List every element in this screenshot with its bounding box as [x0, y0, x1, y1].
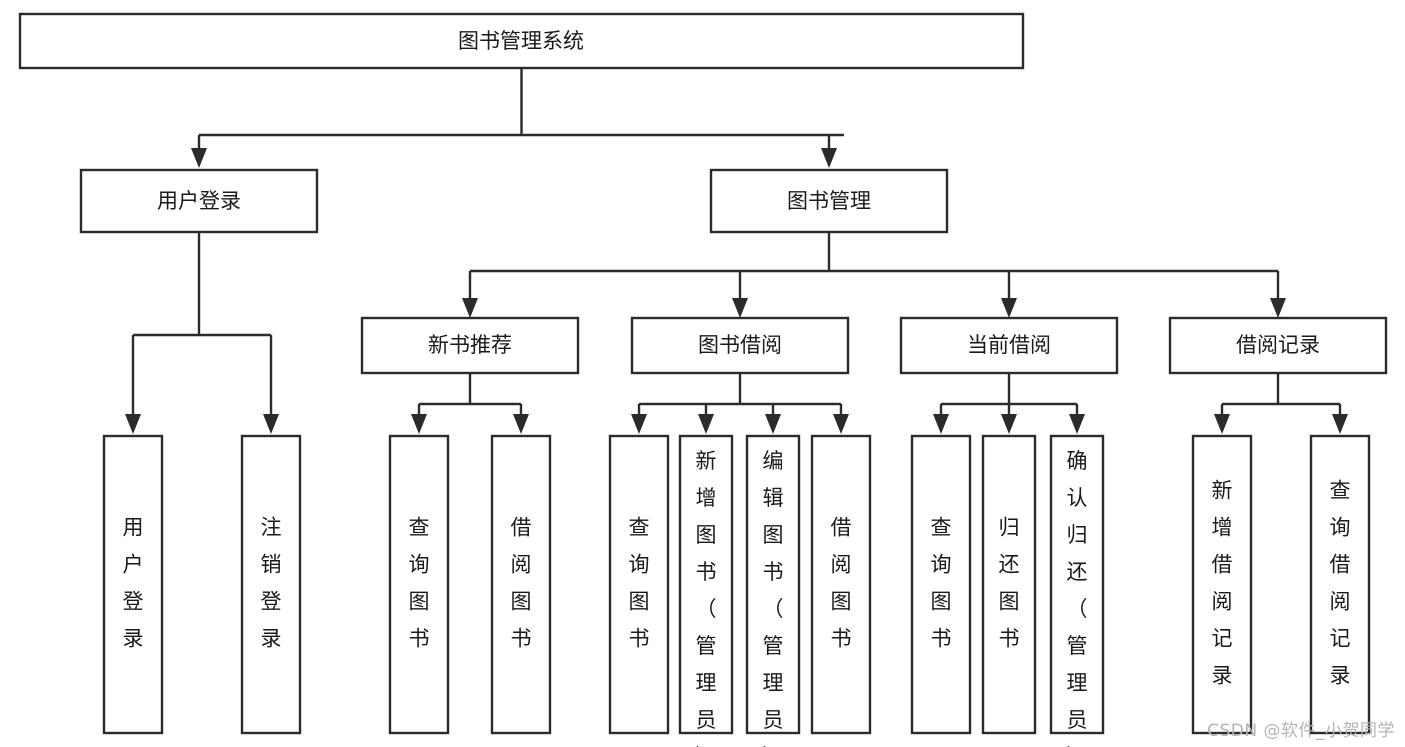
leaf-newbook-query-book-box[interactable]: [388, 434, 450, 735]
arrowhead-bb-leaf1: [631, 414, 647, 434]
leaf-newbook-borrow-book-box[interactable]: [490, 434, 552, 735]
leaf-borrow-query-book-box[interactable]: [608, 434, 670, 735]
leaf-borrow-borrow-book-label: 借阅图书: [831, 516, 852, 651]
arrowhead-bb-leaf2: [698, 414, 714, 434]
node-current-borrow[interactable]: 当前借阅: [899, 316, 1119, 375]
leaf-user-login-signout-label: 注销登录: [261, 516, 282, 651]
leaf-current-confirm-return-admin-box[interactable]: [1049, 434, 1105, 735]
arrowhead-book-mgmt: [821, 148, 837, 168]
node-root-label: 图书管理系统: [458, 29, 584, 53]
leaf-record-query-borrow-record-box[interactable]: [1309, 434, 1371, 735]
leaf-current-return-book[interactable]: 归还图书: [981, 434, 1037, 735]
arrowhead-ul-leaf2: [263, 414, 279, 434]
node-book-borrow-label: 图书借阅: [698, 333, 782, 357]
node-root-book-management-system[interactable]: 图书管理系统: [18, 12, 1025, 70]
node-book-borrow-box[interactable]: [630, 316, 850, 375]
leaf-newbook-query-book[interactable]: 查询图书: [388, 434, 450, 735]
leaf-record-add-borrow-record[interactable]: 新增借阅记录: [1191, 434, 1253, 735]
leaf-borrow-query-book[interactable]: 查询图书: [608, 434, 670, 735]
node-borrow-record-label: 借阅记录: [1236, 333, 1320, 357]
node-user-login[interactable]: 用户登录: [79, 168, 319, 234]
leaf-newbook-query-book-label: 查询图书: [409, 516, 430, 651]
node-root-box[interactable]: [18, 12, 1025, 70]
arrowhead-br-leaf1: [1214, 414, 1230, 434]
arrowhead-currentborrow: [1001, 298, 1017, 318]
leaf-current-query-book-box[interactable]: [910, 434, 972, 735]
leaf-current-query-book-label: 查询图书: [931, 516, 952, 651]
node-current-borrow-box[interactable]: [899, 316, 1119, 375]
node-book-management-label: 图书管理: [787, 189, 871, 213]
arrowhead-cb-leaf2: [1001, 414, 1017, 434]
node-book-borrow[interactable]: 图书借阅: [630, 316, 850, 375]
leaf-current-confirm-return-admin-label: 确认归还（管理员）: [1067, 449, 1088, 747]
node-user-login-box[interactable]: [79, 168, 319, 234]
arrowhead-cb-leaf3: [1069, 414, 1085, 434]
leaf-borrow-borrow-book-box[interactable]: [810, 434, 872, 735]
leaf-user-login-signin-label: 用户登录: [123, 516, 144, 651]
leaf-borrow-edit-book-admin-box[interactable]: [745, 434, 801, 735]
arrowhead-bb-leaf3: [765, 414, 781, 434]
leaf-user-login-signout-box[interactable]: [240, 434, 302, 735]
leaf-current-query-book[interactable]: 查询图书: [910, 434, 972, 735]
arrowhead-borrowrecord: [1270, 298, 1286, 318]
arrowhead-nb-leaf1: [411, 414, 427, 434]
node-book-management[interactable]: 图书管理: [709, 168, 949, 234]
leaf-borrow-add-book-admin[interactable]: 新增图书（管理员）: [678, 434, 734, 747]
leaf-newbook-borrow-book[interactable]: 借阅图书: [490, 434, 552, 735]
leaf-borrow-edit-book-admin[interactable]: 编辑图书（管理员）: [745, 434, 801, 747]
leaf-record-query-borrow-record-label: 查询借阅记录: [1330, 479, 1351, 688]
arrowhead-cb-leaf1: [933, 414, 949, 434]
node-user-login-label: 用户登录: [157, 189, 241, 213]
leaf-record-add-borrow-record-box[interactable]: [1191, 434, 1253, 735]
connector-layer: [125, 68, 1348, 434]
leaf-borrow-edit-book-admin-label: 编辑图书（管理员）: [763, 449, 784, 747]
node-new-book-recommend[interactable]: 新书推荐: [360, 316, 580, 375]
node-new-book-recommend-label: 新书推荐: [428, 333, 512, 357]
leaf-newbook-borrow-book-label: 借阅图书: [511, 516, 532, 651]
leaf-user-login-signin[interactable]: 用户登录: [102, 434, 164, 735]
leaf-current-return-book-box[interactable]: [981, 434, 1037, 735]
arrowhead-br-leaf2: [1332, 414, 1348, 434]
leaf-borrow-add-book-admin-box[interactable]: [678, 434, 734, 735]
node-current-borrow-label: 当前借阅: [967, 333, 1051, 357]
arrowhead-ul-leaf1: [125, 414, 141, 434]
arrowhead-user-login: [191, 148, 207, 168]
node-new-book-recommend-box[interactable]: [360, 316, 580, 375]
leaf-borrow-query-book-label: 查询图书: [629, 516, 650, 651]
leaf-current-confirm-return-admin[interactable]: 确认归还（管理员）: [1049, 434, 1105, 747]
leaf-user-login-signout[interactable]: 注销登录: [240, 434, 302, 735]
leaf-user-login-signin-box[interactable]: [102, 434, 164, 735]
node-borrow-record[interactable]: 借阅记录: [1168, 316, 1388, 375]
leaf-record-query-borrow-record[interactable]: 查询借阅记录: [1309, 434, 1371, 735]
arrowhead-borrowbook: [732, 298, 748, 318]
arrowhead-nb-leaf2: [513, 414, 529, 434]
leaf-borrow-borrow-book[interactable]: 借阅图书: [810, 434, 872, 735]
arrowhead-bb-leaf4: [833, 414, 849, 434]
node-borrow-record-box[interactable]: [1168, 316, 1388, 375]
leaf-current-return-book-label: 归还图书: [999, 516, 1020, 651]
node-book-management-box[interactable]: [709, 168, 949, 234]
leaf-record-add-borrow-record-label: 新增借阅记录: [1212, 479, 1233, 688]
arrowhead-newbook: [462, 298, 478, 318]
leaf-borrow-add-book-admin-label: 新增图书（管理员）: [696, 449, 717, 747]
